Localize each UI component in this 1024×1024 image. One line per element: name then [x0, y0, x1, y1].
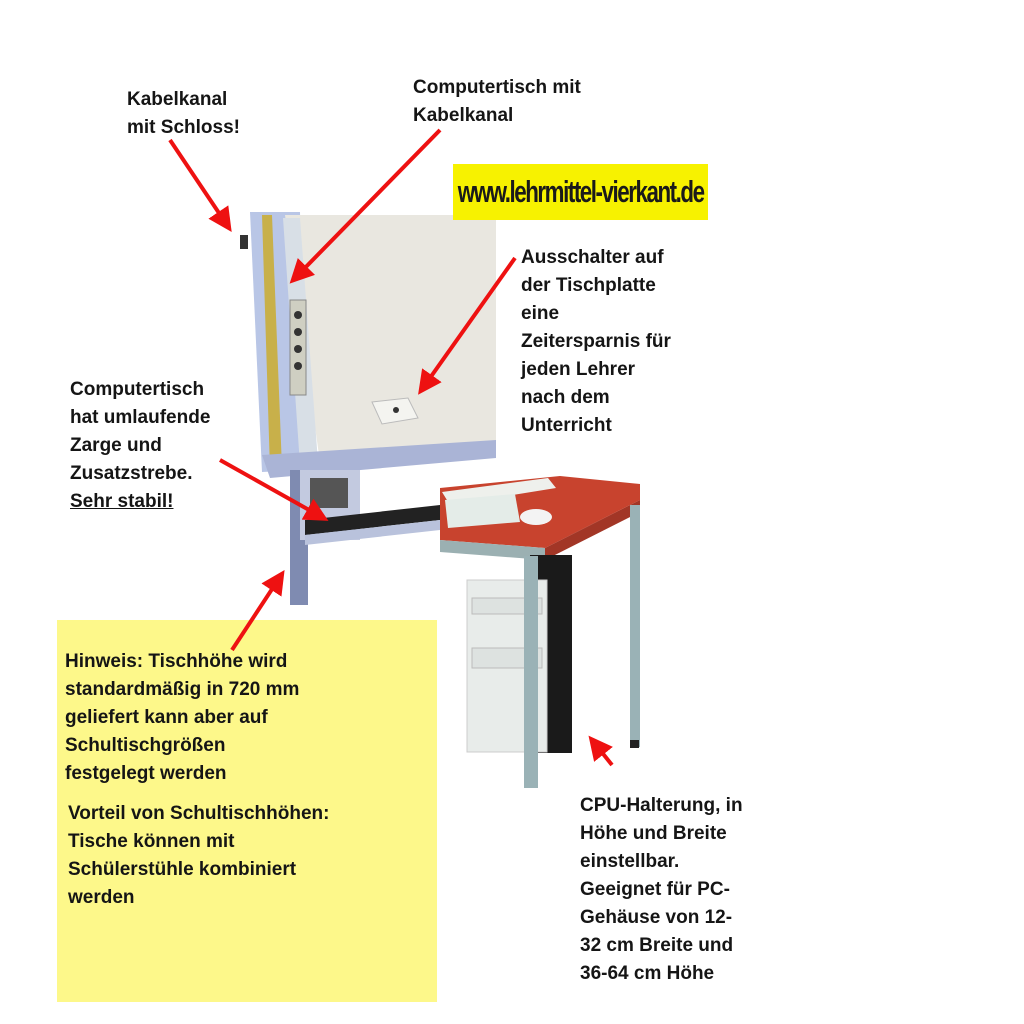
callout-cable-lock: Kabelkanal mit Schloss!: [127, 89, 240, 138]
tilted-desk-illustration: [240, 212, 496, 605]
cpu-desk-illustration: [440, 476, 640, 788]
callout-frame: Computertisch hat umlaufende Zarge und Z…: [70, 379, 211, 484]
callout-computer-desk: Computertisch mit Kabelkanal: [413, 77, 581, 126]
note-box: [57, 620, 437, 1002]
callout-cpu-holder: CPU-Halterung, in Höhe und Breite einste…: [580, 795, 743, 984]
note-hint: Hinweis: Tischhöhe wird standardmäßig in…: [65, 651, 300, 784]
arrow-cable-lock: [168, 138, 232, 232]
callout-frame-emphasis: Sehr stabil!: [70, 491, 174, 512]
arrow-cpu-holder: [588, 735, 614, 767]
arrow-switch: [418, 256, 517, 395]
arrow-cable-channel: [289, 128, 442, 284]
callout-switch: Ausschalter auf der Tischplatte eine Zei…: [521, 247, 671, 436]
website-url: www.lehrmittel-vierkant.de: [457, 174, 705, 209]
arrow-table-height: [230, 569, 285, 652]
note-advantage: Vorteil von Schultischhöhen: Tische könn…: [68, 803, 330, 908]
website-banner: www.lehrmittel-vierkant.de: [453, 164, 708, 220]
arrow-frame: [219, 458, 329, 521]
